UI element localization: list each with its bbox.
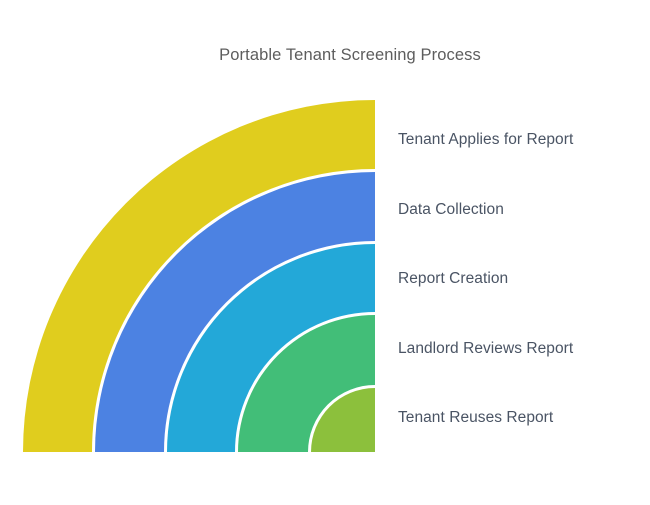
chart-title: Portable Tenant Screening Process — [219, 46, 481, 64]
arc-segment[interactable] — [311, 388, 375, 452]
stage-label: Report Creation — [398, 270, 509, 287]
stage-label: Data Collection — [398, 201, 504, 218]
stage-label: Tenant Reuses Report — [398, 409, 554, 426]
stage-label: Tenant Applies for Report — [398, 131, 574, 148]
stage-label: Landlord Reviews Report — [398, 340, 574, 357]
